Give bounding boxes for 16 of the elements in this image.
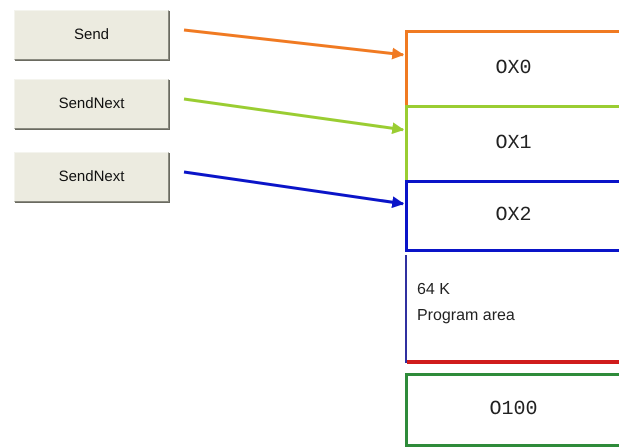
arrow [184,98,404,134]
send-button: SendNext [14,79,169,129]
memory-label: OX1 [495,131,532,157]
memory-block [405,105,619,180]
memory-block [405,373,619,447]
arrow [184,170,404,208]
memory-label: Program area [417,306,516,326]
memory-label: OX0 [495,56,532,82]
memory-label: OX2 [495,203,532,229]
arrow [184,28,404,60]
memory-label: 64 K [417,280,451,300]
send-button: Send [14,10,169,60]
send-button: SendNext [14,152,169,202]
memory-block [405,180,619,252]
memory-label: O100 [489,397,538,423]
memory-block [405,30,619,105]
